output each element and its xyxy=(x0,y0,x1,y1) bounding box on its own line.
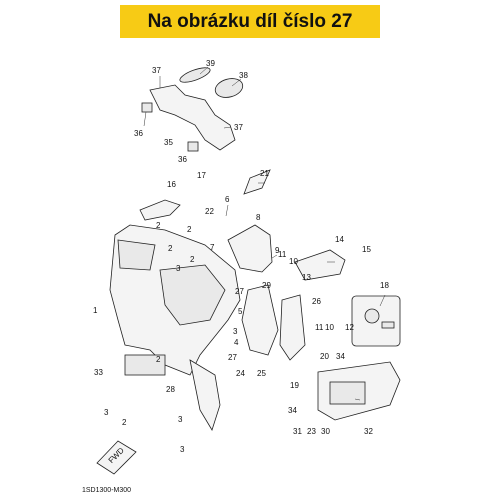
callout-label: 2 xyxy=(190,255,195,264)
callout-label: 36 xyxy=(134,129,143,138)
callout-label: 3 xyxy=(180,445,185,454)
callout-label: 4 xyxy=(234,338,239,347)
callout-label: 33 xyxy=(94,368,103,377)
callout-label: 1 xyxy=(93,306,98,315)
callout-label: 6 xyxy=(225,195,230,204)
callout-label: 3 xyxy=(176,264,181,273)
callout-label: 9 xyxy=(275,246,280,255)
callout-label: 37 xyxy=(234,123,243,132)
upper-bracket-assembly xyxy=(141,67,244,152)
callout-label: 31 xyxy=(293,427,302,436)
key-set-18 xyxy=(351,295,401,347)
callout-label: 17 xyxy=(197,171,206,180)
page-title-banner: Na obrázku díl číslo 27 xyxy=(120,5,380,38)
side-bracket xyxy=(139,199,181,221)
callout-label: 39 xyxy=(206,59,215,68)
callout-label: 10 xyxy=(325,323,334,332)
callout-label: 14 xyxy=(335,235,344,244)
callout-label: 26 xyxy=(312,297,321,306)
callout-label: 19 xyxy=(290,381,299,390)
callout-label: 16 xyxy=(167,180,176,189)
callout-label: 32 xyxy=(364,427,373,436)
callout-label: 30 xyxy=(321,427,330,436)
callout-label: 10 xyxy=(289,257,298,266)
front-cover-8 xyxy=(227,224,273,273)
callout-label: 27 xyxy=(228,353,237,362)
callout-label: 28 xyxy=(166,385,175,394)
callout-label: 22 xyxy=(205,207,214,216)
callout-label: 11 xyxy=(278,250,287,259)
callout-label: 7 xyxy=(210,243,215,252)
callout-label: 2 xyxy=(156,355,161,364)
callout-label: 37 xyxy=(152,66,161,75)
callout-label: 2 xyxy=(168,244,173,253)
callout-label: 2 xyxy=(122,418,127,427)
sticker-panel xyxy=(243,169,271,195)
callout-label: 5 xyxy=(238,307,243,316)
callout-label: 2 xyxy=(187,225,192,234)
callout-label: 12 xyxy=(345,323,354,332)
diagram-code: 1SD1300-M300 xyxy=(82,487,132,494)
side-cover-14 xyxy=(294,249,346,281)
callout-label: 2 xyxy=(156,221,161,230)
callout-label: 38 xyxy=(239,71,248,80)
side-panel-26 xyxy=(279,294,306,361)
callout-label: 27 xyxy=(235,287,244,296)
callout-label: 34 xyxy=(288,406,297,415)
lower-cover-32 xyxy=(317,361,401,421)
callout-label: 23 xyxy=(307,427,316,436)
callout-label: 18 xyxy=(380,281,389,290)
callout-label: 8 xyxy=(256,213,261,222)
callout-label: 34 xyxy=(336,352,345,361)
callout-label: 3 xyxy=(104,408,109,417)
callout-label: 29 xyxy=(262,281,271,290)
pocket-lid-29 xyxy=(241,284,279,356)
callout-label: 11 xyxy=(315,323,324,332)
callout-label: 3 xyxy=(178,415,183,424)
callout-label: 20 xyxy=(320,352,329,361)
callout-label: 3 xyxy=(233,327,238,336)
page-title: Na obrázku díl číslo 27 xyxy=(147,10,353,32)
callout-label: 36 xyxy=(178,155,187,164)
callout-label: 15 xyxy=(362,245,371,254)
leader-lines xyxy=(143,66,386,401)
fwd-arrow: FWD xyxy=(96,440,137,475)
callout-label: 24 xyxy=(236,369,245,378)
callout-label: 21 xyxy=(260,169,269,178)
callout-label: 13 xyxy=(302,273,311,282)
callout-labels: 37 39 38 36 35 36 37 16 17 21 6 22 8 2 2… xyxy=(93,59,389,454)
callout-label: 25 xyxy=(257,369,266,378)
main-inner-body xyxy=(109,224,241,431)
callout-label: 35 xyxy=(164,138,173,147)
